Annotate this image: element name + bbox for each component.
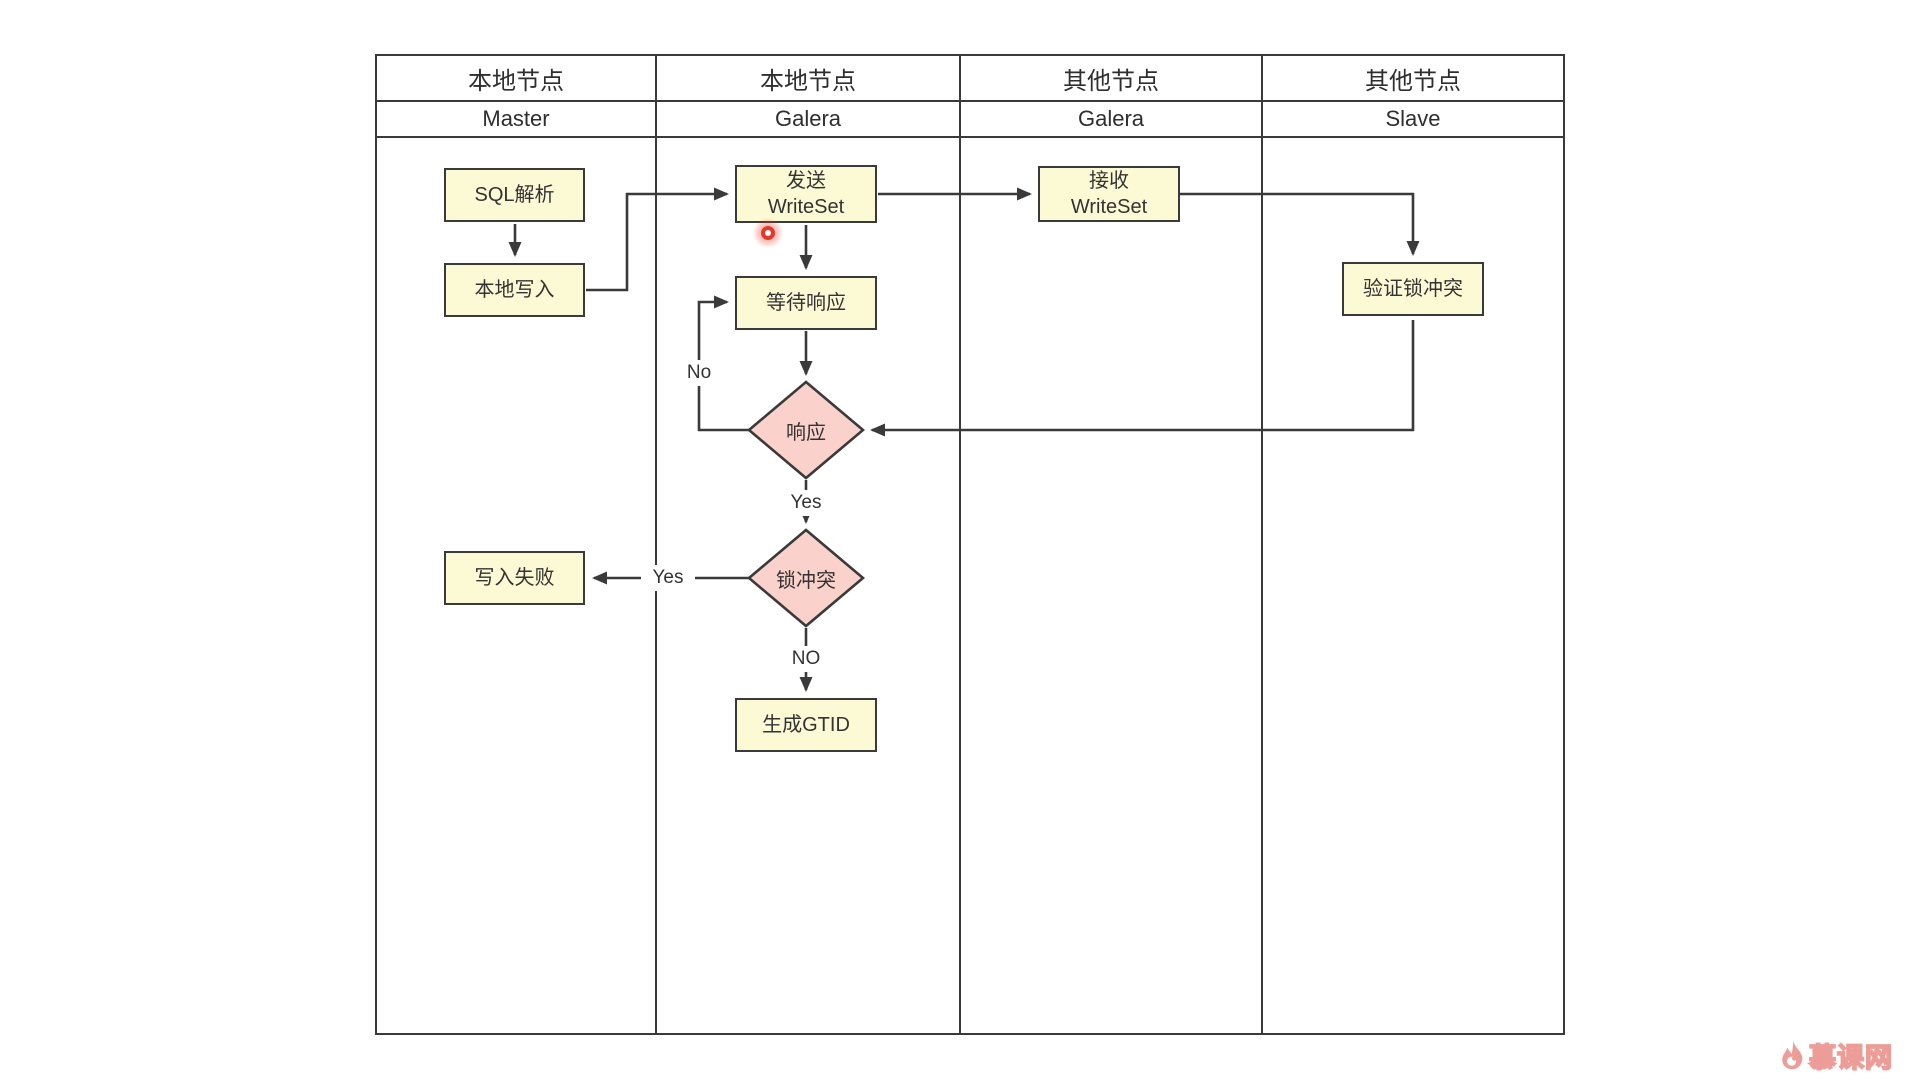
flame-icon: [1782, 1040, 1803, 1069]
diamond-label-lock-conflict: 锁冲突: [776, 569, 836, 592]
lane-name-slave: Slave: [1263, 102, 1563, 138]
edge-label-no-loop: No: [677, 360, 721, 386]
lane-group-1: 本地节点: [377, 56, 657, 102]
lane-group-2: 本地节点: [657, 56, 961, 102]
process-box-sql-parse: SQL解析: [444, 168, 585, 222]
process-box-wait-response: 等待响应: [735, 276, 877, 330]
process-box-write-fail: 写入失败: [444, 551, 585, 605]
lane-body-3: [961, 138, 1263, 1033]
edge-label-yes-left: Yes: [641, 565, 695, 591]
lane-name-galera2: Galera: [961, 102, 1263, 138]
process-box-send-writeset: 发送 WriteSet: [735, 165, 877, 223]
lane-group-3: 其他节点: [961, 56, 1263, 102]
process-box-verify-lock: 验证锁冲突: [1342, 262, 1484, 316]
imooc-watermark: 慕课网: [1779, 1036, 1893, 1075]
edge-label-no-down: NO: [780, 646, 832, 672]
diamond-label-response: 响应: [786, 421, 826, 444]
process-box-recv-writeset: 接收 WriteSet: [1038, 166, 1180, 222]
lane-body-2: [657, 138, 961, 1033]
lane-name-galera1: Galera: [657, 102, 961, 138]
click-indicator-glow: [753, 218, 783, 248]
process-box-generate-gtid: 生成GTID: [735, 698, 877, 752]
lane-name-master: Master: [377, 102, 657, 138]
edge-label-yes-down: Yes: [782, 490, 830, 516]
process-box-local-write: 本地写入: [444, 263, 585, 317]
click-indicator-dot: [761, 226, 775, 240]
lane-group-4: 其他节点: [1263, 56, 1563, 102]
watermark-brand-text: 慕课网: [1808, 1042, 1893, 1074]
